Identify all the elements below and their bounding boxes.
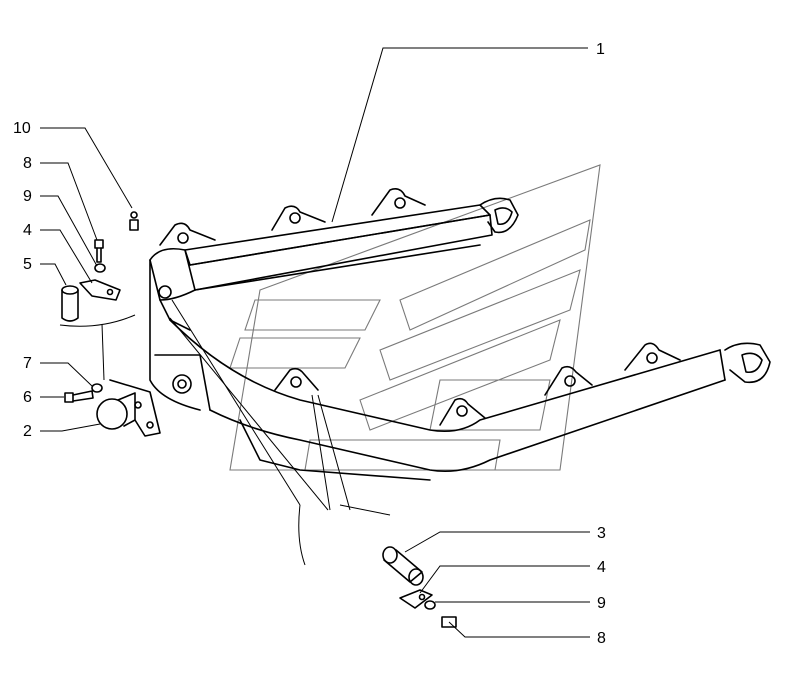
main-frame <box>149 188 771 481</box>
leader-lines <box>40 47 590 638</box>
callout-6: 6 <box>23 389 32 406</box>
bolt-8-left <box>94 239 104 263</box>
pin-5 <box>61 285 79 322</box>
grease-fitting-10 <box>129 211 139 231</box>
callout-10: 10 <box>13 120 31 137</box>
bolt-8-right <box>441 616 457 628</box>
callout-1: 1 <box>596 41 605 58</box>
callout-5: 5 <box>23 256 32 273</box>
callout-4-left: 4 <box>23 222 32 239</box>
callout-2: 2 <box>23 423 32 440</box>
callout-8-left: 8 <box>23 155 32 172</box>
callout-8-right: 8 <box>597 630 606 647</box>
pin-3 <box>382 546 424 586</box>
washer-9-right <box>424 600 436 610</box>
plate-4-left <box>79 279 121 301</box>
bolt-6 <box>64 390 94 403</box>
group-brace-left <box>59 314 136 327</box>
callout-4-right: 4 <box>597 559 606 576</box>
plate-4-right <box>399 589 433 609</box>
washer-9-left <box>94 263 106 273</box>
callout-9-right: 9 <box>597 595 606 612</box>
callout-9-left: 9 <box>23 188 32 205</box>
watermark-logo <box>229 164 601 471</box>
hitch-ball-2 <box>96 379 161 437</box>
callout-7: 7 <box>23 355 32 372</box>
washer-7 <box>91 383 103 393</box>
callout-3: 3 <box>597 525 606 542</box>
group-brace-right <box>298 504 306 566</box>
